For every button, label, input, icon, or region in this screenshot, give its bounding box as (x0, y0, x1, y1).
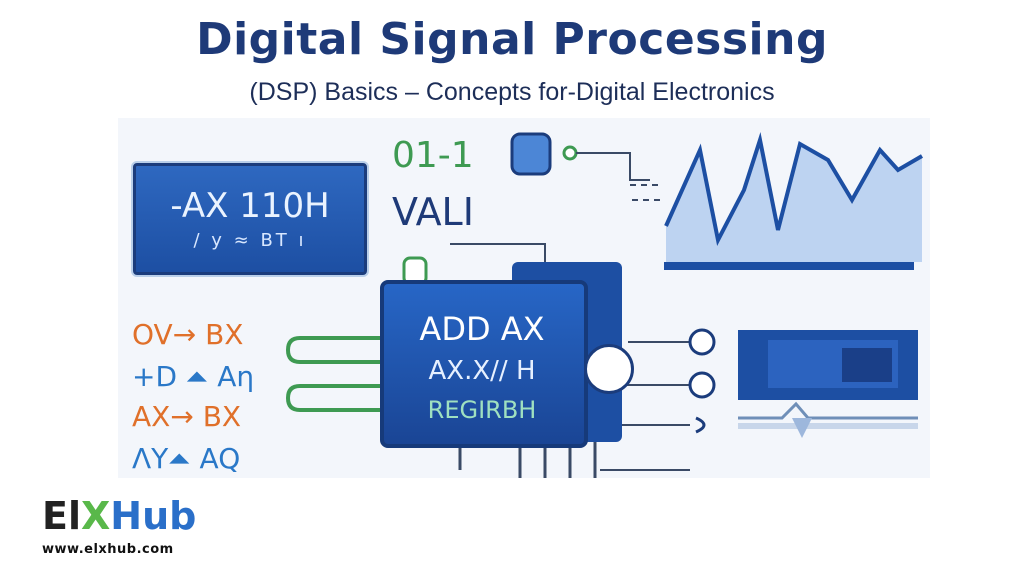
chip-bottom-pins (458, 440, 597, 478)
vali-connector (450, 243, 546, 262)
logic-gate-shape (510, 132, 552, 176)
output-node-1 (688, 328, 716, 356)
processor-chip: ADD AX AX.X// H REGIRBH (380, 280, 588, 448)
chip-side-knob (584, 344, 634, 394)
chip-line-1: ADD AX (419, 310, 545, 348)
instruction-line-4: ΛY⏶ AQ (132, 442, 241, 475)
page-subtitle: (DSP) Basics – Concepts for-Digital Elec… (249, 78, 775, 106)
lcd-line-2: / y ≈ BT ı (193, 230, 307, 251)
chip-left-pin-1 (285, 336, 380, 364)
signal-waveform (664, 132, 924, 270)
logo-wordmark: ElXHub (42, 494, 196, 538)
spectrum-panel (738, 330, 918, 438)
logo-url: www.elxhub.com (42, 542, 174, 557)
gate-output-line (576, 152, 650, 181)
instruction-line-3: AX→ BX (132, 400, 242, 433)
page-title: Digital Signal Processing (196, 14, 828, 65)
output-node-2 (688, 371, 716, 399)
vali-label: VALI (392, 190, 474, 234)
waveform-baseline (664, 262, 914, 270)
waveform-line (664, 132, 924, 246)
chip-left-pin-2 (285, 384, 380, 412)
chip-line-2: AX.X// H (428, 356, 536, 386)
chip-line-3: REGIRBH (427, 396, 537, 424)
elxhub-logo[interactable]: ElXHub www.elxhub.com (38, 494, 208, 564)
lcd-line-1: -AX 110H (170, 186, 330, 226)
logo-x: X (80, 494, 111, 538)
waveform-fill (666, 140, 922, 262)
instruction-line-1: OV→ BX (132, 318, 244, 351)
logic-gate-bubble (562, 145, 578, 161)
binary-label: 01-1 (392, 135, 474, 176)
instruction-line-2: +D ⏶ Aη (132, 360, 255, 393)
logo-suffix: Hub (110, 494, 197, 538)
logo-prefix: El (42, 494, 81, 538)
lcd-display: -AX 110H / y ≈ BT ı (133, 163, 367, 275)
